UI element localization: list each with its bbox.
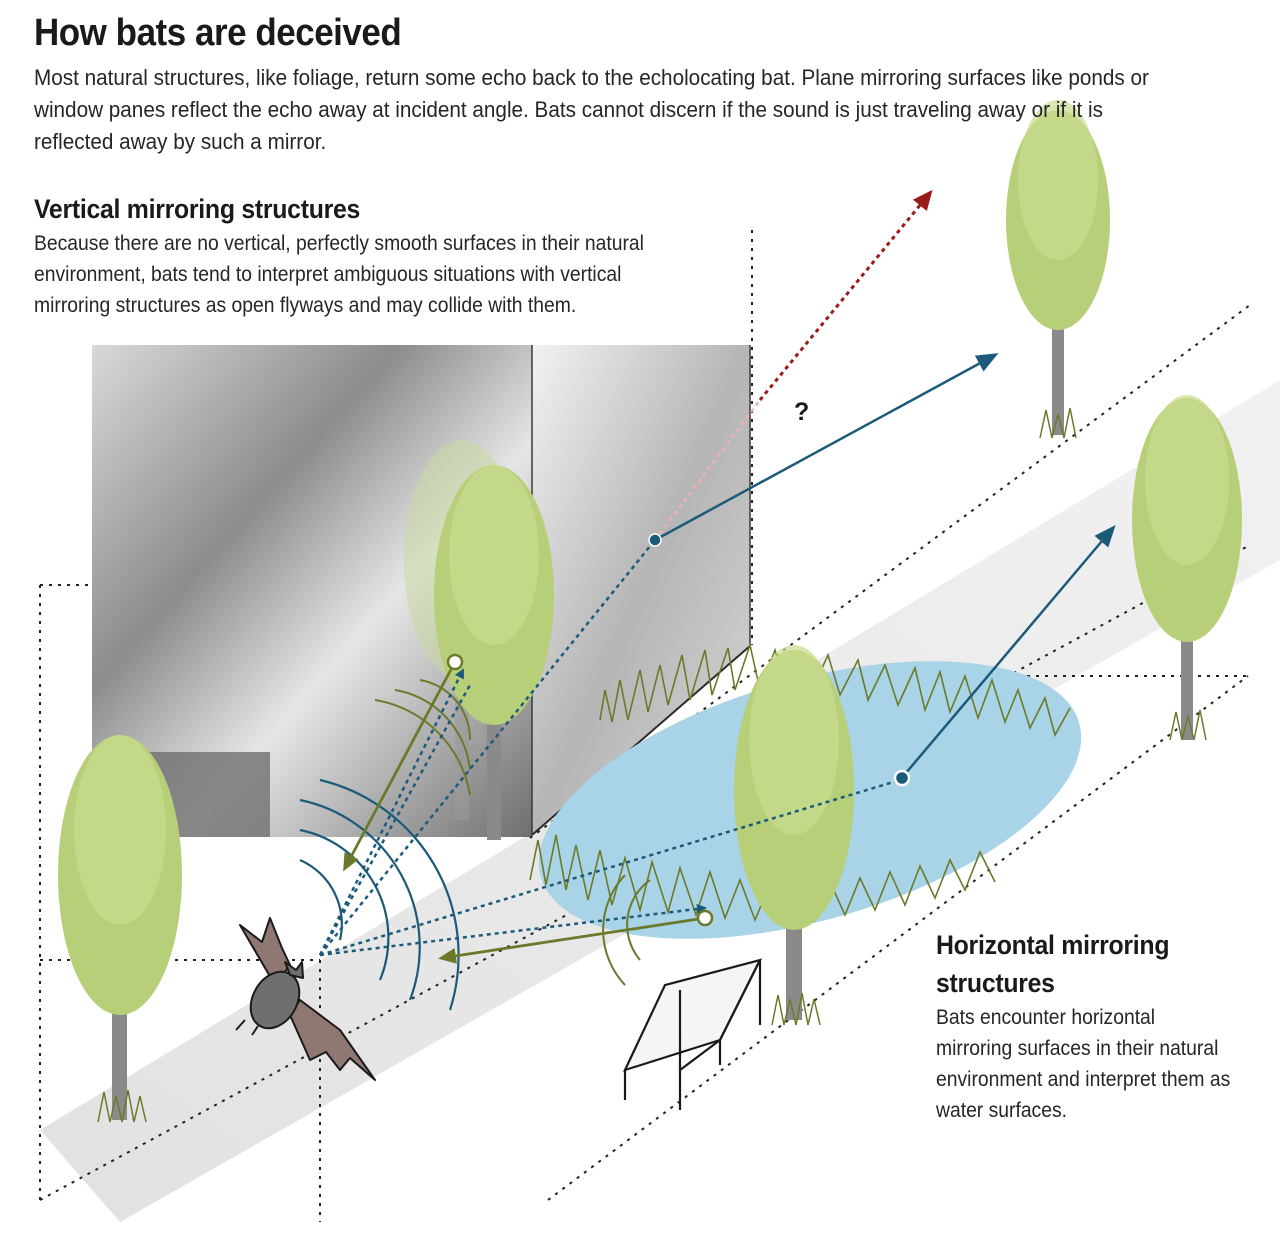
bat-wing-lower: [289, 999, 376, 1081]
vertical-section: Vertical mirroring structures Because th…: [34, 190, 669, 321]
call-to-reeds: [319, 904, 707, 957]
bench: [622, 958, 763, 1110]
tree-facade: [434, 465, 554, 840]
call-to-glass: [319, 539, 656, 956]
horizontal-section: Horizontal mirroring structures Bats enc…: [936, 926, 1230, 1126]
call-to-tree-2: [318, 684, 472, 956]
echo-from-tree: [343, 661, 457, 872]
vertical-body: Because there are no vertical, perfectly…: [34, 232, 644, 317]
reeds-front: [529, 834, 996, 925]
ambiguous-path-arrow: [758, 189, 933, 401]
bat-feet: [235, 1019, 259, 1036]
bat-figure: [235, 917, 376, 1081]
horizontal-body: Bats encounter horizontal mirroring surf…: [936, 1006, 1231, 1122]
call-to-pond: [319, 778, 901, 957]
tree-left: [58, 735, 182, 1123]
echo-waves: [374, 679, 651, 986]
ambiguity-question-mark: ?: [794, 398, 810, 426]
pond-reflection-point: [893, 769, 911, 787]
call-to-tree: [318, 668, 465, 956]
vertical-heading: Vertical mirroring structures: [34, 194, 361, 224]
tree-pond: [734, 645, 854, 1026]
ambiguous-through-glass: [654, 399, 761, 541]
intro-paragraph: Most natural structures, like foliage, r…: [34, 65, 1149, 154]
bat-head: [284, 961, 304, 979]
tree-echo-point: [446, 653, 464, 671]
echo-from-reeds: [438, 916, 706, 964]
reeds-echo-point: [696, 909, 714, 927]
tree-back-right: [1006, 100, 1110, 439]
reflection-from-pond: [899, 524, 1116, 781]
glass-reflection-point: [648, 533, 662, 547]
reflection-from-glass: [654, 353, 999, 542]
horizontal-heading: Horizontal mirroring structures: [936, 930, 1170, 998]
page-title: How bats are deceived: [34, 12, 402, 54]
tree-far-right: [1132, 395, 1242, 741]
sound-paths: [318, 189, 1116, 964]
